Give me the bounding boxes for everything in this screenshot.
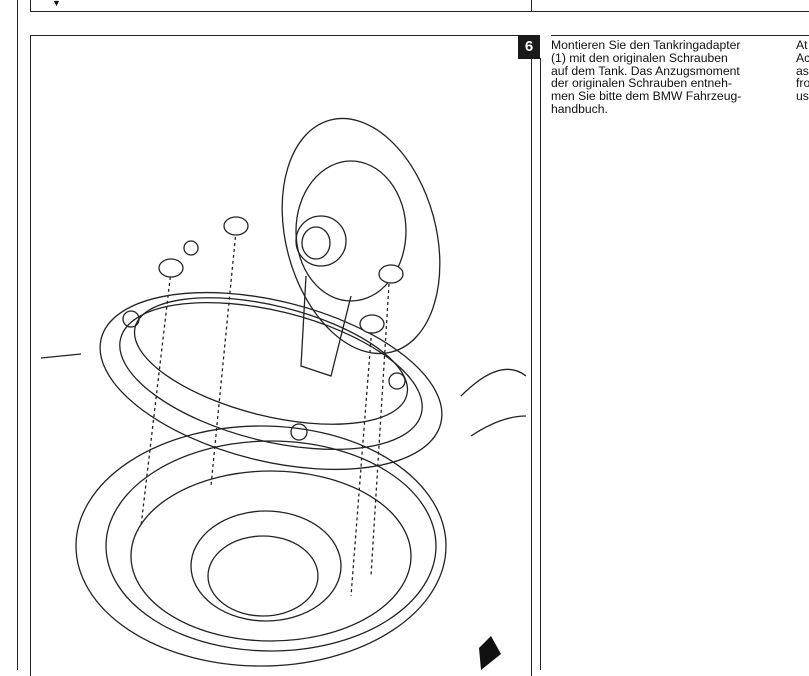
screws xyxy=(140,230,390,597)
tank-filler-base xyxy=(75,425,447,667)
step-instruction-german: Montieren Sie den Tankringadapter (1) mi… xyxy=(551,38,742,116)
arrow-down-icon: ▼ xyxy=(52,0,61,8)
text-top-rule xyxy=(551,35,809,36)
screw-heads xyxy=(158,216,404,334)
step-number-badge: 6 xyxy=(518,35,540,59)
illustration-frame xyxy=(30,35,532,676)
column-divider xyxy=(531,0,532,12)
page-margin-line xyxy=(17,0,18,670)
fuel-cap-lid xyxy=(281,117,441,377)
tank-ring-adapter-illustration xyxy=(40,117,527,670)
tank-outline xyxy=(40,353,527,437)
tank-ring-adapter xyxy=(99,240,443,471)
tool-icon xyxy=(479,636,501,670)
previous-step-box xyxy=(30,0,809,12)
step-column-rule xyxy=(540,58,541,670)
step-instruction-english-cropped: At Ac as fro us xyxy=(796,39,809,103)
